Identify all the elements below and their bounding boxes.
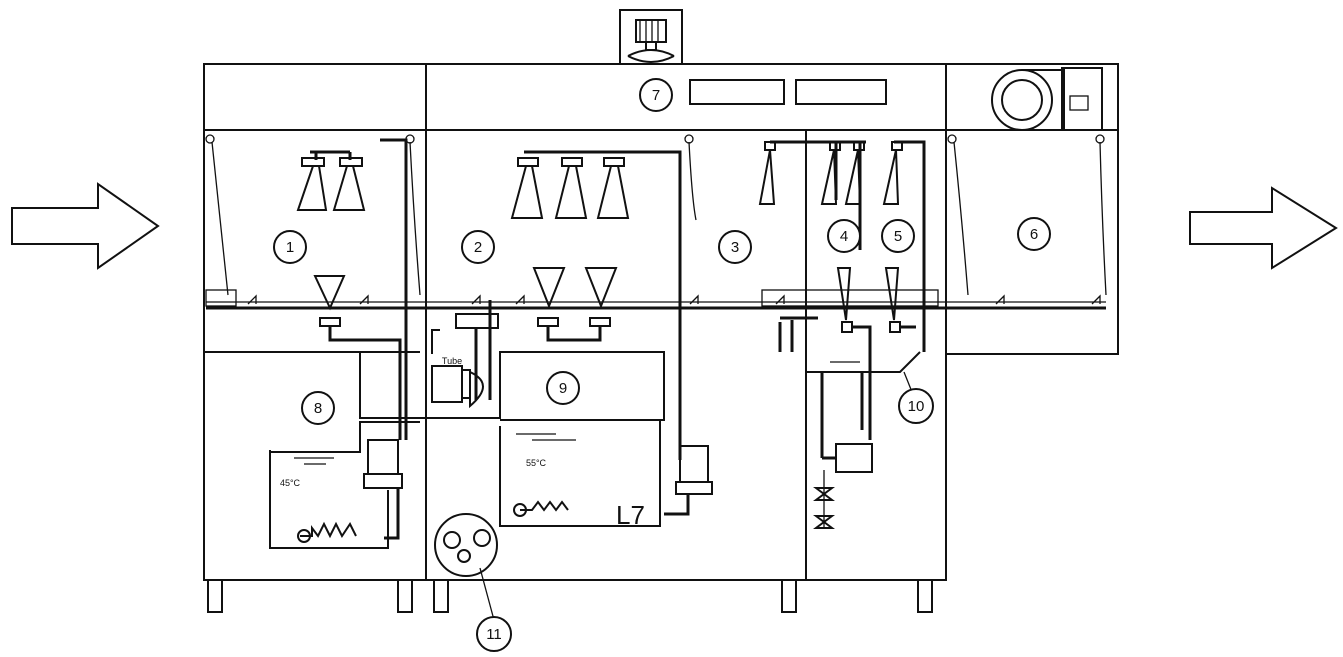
svg-text:2: 2	[474, 239, 482, 256]
right-tank: 55°C L7	[499, 420, 713, 530]
machine-legs	[207, 579, 933, 613]
callout-9: 9	[546, 371, 580, 405]
zone2-nozzles	[510, 150, 682, 460]
callout-1: 1	[273, 230, 307, 264]
zone45-nozzles	[758, 140, 926, 440]
callout-8: 8	[301, 391, 335, 425]
zone9-pump: Tube	[359, 300, 665, 421]
svg-text:5: 5	[894, 228, 902, 245]
blower-unit	[991, 67, 1103, 131]
svg-text:1: 1	[286, 239, 294, 256]
svg-text:10: 10	[908, 398, 925, 415]
zone1-nozzles	[296, 138, 408, 440]
svg-text:7: 7	[652, 87, 660, 104]
machine-code: L7	[616, 500, 645, 530]
callout-2: 2	[461, 230, 495, 264]
callout-11: 11	[476, 616, 512, 652]
conveyor-hooks	[247, 294, 1101, 305]
callout-6: 6	[1017, 217, 1051, 251]
svg-text:4: 4	[840, 228, 848, 245]
svg-text:11: 11	[486, 626, 502, 643]
svg-text:8: 8	[314, 400, 322, 417]
conveyor	[205, 289, 1106, 310]
left-tank: 45°C	[269, 421, 420, 549]
callout-10: 10	[898, 388, 934, 424]
svg-text:9: 9	[559, 380, 567, 397]
curtains	[205, 134, 1107, 296]
pump-label: Tube	[442, 356, 462, 366]
callout-3: 3	[718, 230, 752, 264]
machine-frame	[203, 63, 947, 581]
output-arrow	[1189, 186, 1338, 270]
callout-4: 4	[827, 219, 861, 253]
zone10-basin	[778, 316, 921, 529]
input-arrow	[11, 182, 160, 270]
callout-5: 5	[881, 219, 915, 253]
top-fan-unit	[619, 9, 683, 65]
svg-text:6: 6	[1030, 226, 1038, 243]
left-tank-temp: 45°C	[280, 478, 301, 488]
right-tank-temp: 55°C	[526, 458, 547, 468]
svg-text:3: 3	[731, 239, 739, 256]
rotary-unit	[434, 513, 498, 621]
callout-7: 7	[639, 78, 673, 112]
